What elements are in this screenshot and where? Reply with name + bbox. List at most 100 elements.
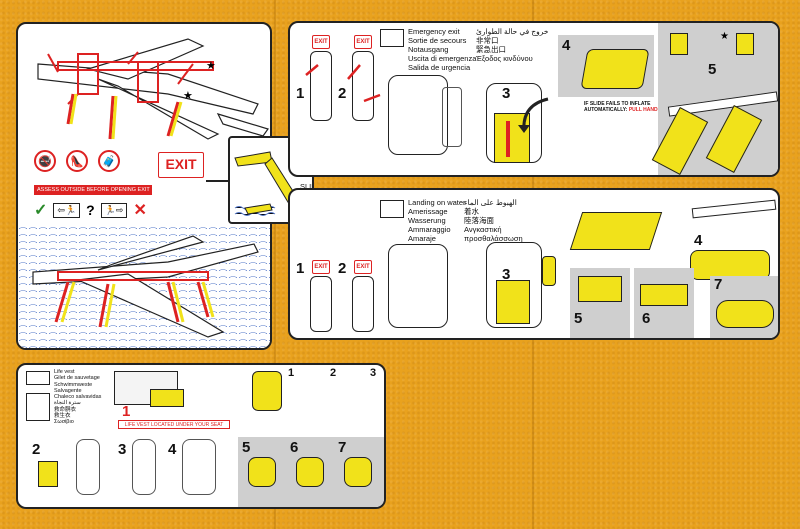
door-raft-illustration [486,242,542,328]
step-4: 4 [168,441,177,458]
star-icon: ★ [183,90,193,102]
step-5-box: ★ 5 [651,23,778,175]
step-7-box: 7 [710,276,778,338]
step-2: 2 [338,260,347,277]
step-3: 3 [502,266,511,283]
exit-sign-2: EXIT [354,35,372,49]
step-6: 6 [290,439,299,456]
raft-pack [496,280,530,324]
question-icon: ? [86,202,95,218]
check-icon: ✓ [34,202,48,219]
crew-vest [542,256,556,286]
aircraft-top-illustration: ★ ★ [37,38,269,140]
raft-inflated [690,250,770,280]
slide-2 [705,105,763,173]
exit-sign: EXIT [158,152,204,178]
door-2 [352,276,374,332]
top-step-3: 3 [370,367,377,379]
curved-arrow [518,97,549,133]
no-smoking-icon: 🚭 [34,150,56,172]
person-strap [132,439,156,495]
assess-banner: ASSESS OUTSIDE BEFORE OPENING EXIT [34,185,152,195]
step-5: 5 [708,61,717,78]
vest-inflated-5 [248,457,276,487]
step-6: 6 [642,310,651,327]
slide-inflating [580,49,650,89]
raft-cut [640,284,688,306]
step-2: 2 [338,85,347,102]
red-handle-arrow [506,121,510,157]
inflate-steps-box: 5 6 7 [238,437,384,507]
slide-note: IF SLIDE FAILS TO INFLATE AUTOMATICALLY:… [584,101,665,113]
water-area [18,222,270,348]
exit-sign-1: EXIT [312,35,330,49]
water-landing-icon [380,200,404,218]
person-donning [76,439,100,495]
assess-icons: ✓ ⇦🏃 ? 🏃⇨ ✕ [34,200,147,220]
step-1: 1 [296,260,305,277]
step-7: 7 [338,439,347,456]
vest-icon [26,393,50,421]
door-2 [352,51,374,121]
vest-inflated-6 [296,457,324,487]
no-luggage-icon: 🧳 [98,150,120,172]
step-4-box: 4 [558,35,654,97]
plane-icon [380,29,404,47]
crew-person [442,87,462,147]
door-1 [310,276,332,332]
step-5: 5 [574,310,583,327]
slide-1 [651,107,709,175]
person-icon [736,33,754,55]
vest-pouch [150,389,184,407]
vest-inflated-7 [344,457,372,487]
step-1: 1 [122,403,131,420]
vest-top [252,371,282,411]
exit-sign-1: EXIT [312,260,330,274]
prohibition-icons: 🚭 👠 🧳 [34,150,120,172]
raft-detaching [569,212,663,250]
step-4: 4 [694,232,703,249]
person-icon [670,33,688,55]
raft-rope [578,276,622,302]
aircraft-fuselage [691,199,777,219]
door-open-illustration [388,75,448,155]
step-3: 3 [118,441,127,458]
step-5-box: 5 [570,268,630,338]
exit-person-icon: 🏃⇨ [100,202,128,218]
cross-icon: ✕ [133,202,147,219]
step-5: 5 [242,439,251,456]
door-open-illustration [388,244,448,328]
star-icon: ★ [720,31,729,42]
water-landing-icon [26,371,50,385]
exit-arrows [305,64,381,103]
vest-unpacked [38,461,58,487]
star-icon: ★ [206,60,216,72]
no-high-heels-icon: 👠 [66,150,88,172]
door-1 [310,51,332,121]
aircraft-water-illustration [32,235,259,338]
person-tie [182,439,216,495]
slide-raft-label: SLIDE/RAFT [300,182,312,191]
raft-occupied [716,300,774,328]
top-step-1: 1 [288,367,295,379]
step-6-box: 6 [634,268,694,338]
top-step-2: 2 [330,367,337,379]
step-2: 2 [32,441,41,458]
exit-sign-2: EXIT [354,260,372,274]
connector-line [206,180,230,182]
under-seat-note: LIFE VEST LOCATED UNDER YOUR SEAT [118,420,230,429]
step-7: 7 [714,276,723,293]
exit-person-icon: ⇦🏃 [53,202,81,218]
step-3: 3 [502,85,511,102]
fold-line-1 [274,0,276,529]
step-4: 4 [562,37,571,54]
